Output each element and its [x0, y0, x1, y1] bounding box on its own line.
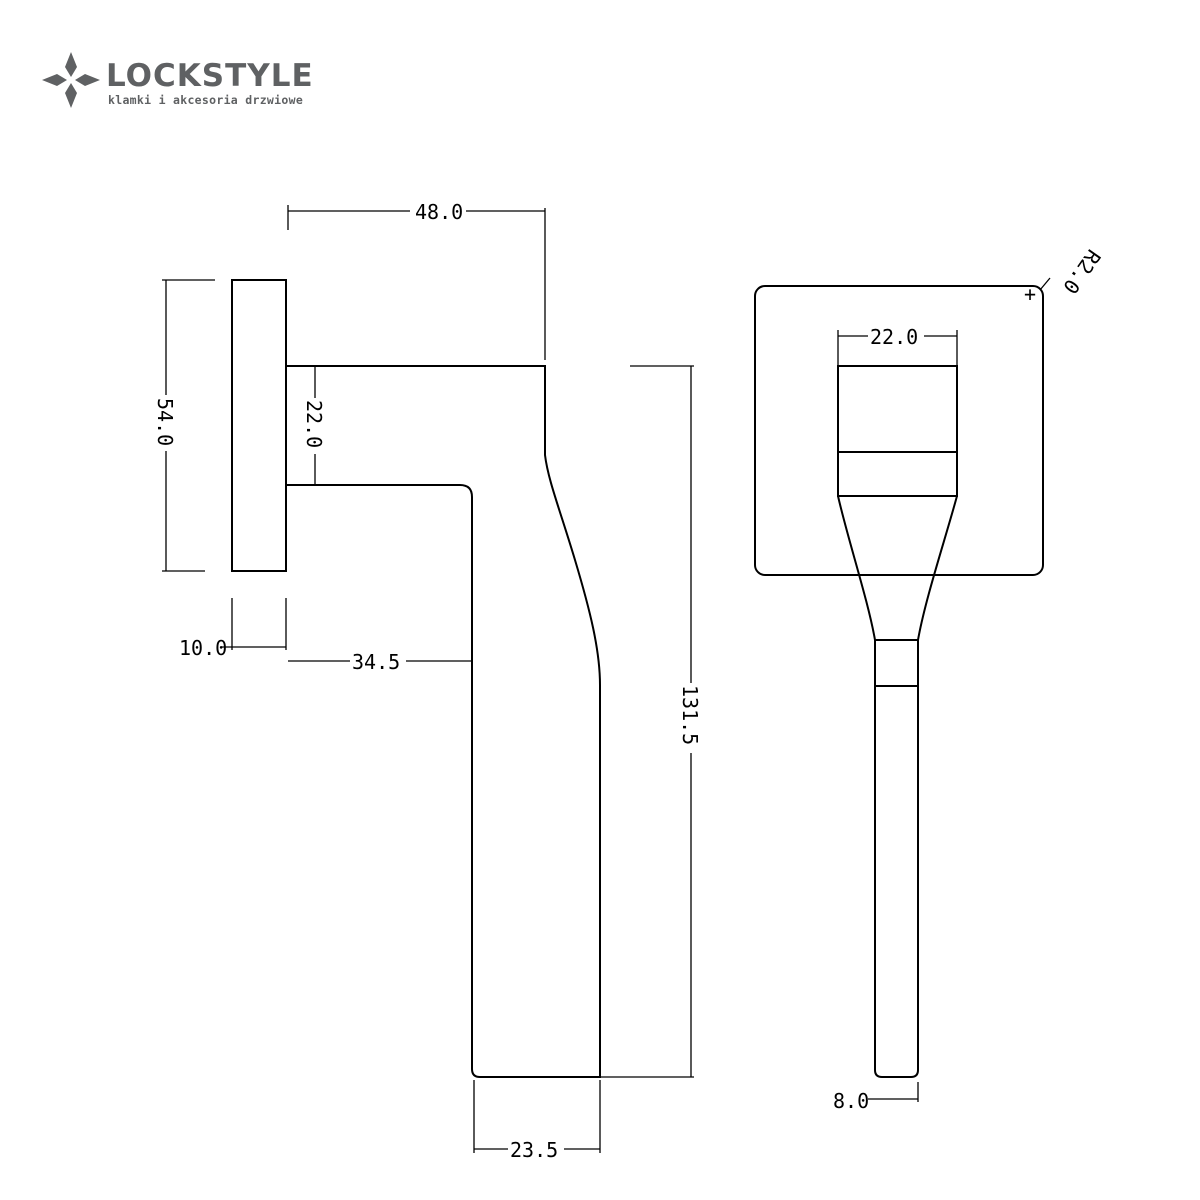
dim-label: 48.0	[415, 200, 463, 224]
dim-label: R2.0	[1058, 245, 1105, 298]
dim-radius: + R2.0	[1024, 245, 1106, 306]
dim-10: 10.0	[179, 598, 287, 660]
lever-outline	[286, 365, 601, 1078]
dim-8: 8.0	[833, 1082, 919, 1113]
dim-22-side: 22.0	[302, 366, 326, 485]
dim-label: 54.0	[153, 398, 177, 446]
dim-48: 48.0	[287, 200, 546, 360]
front-view	[754, 285, 1044, 1078]
dim-label: 34.5	[352, 650, 400, 674]
dim-label: 22.0	[302, 400, 326, 448]
lockstyle-logo: LOCKSTYLE klamki i akcesoria drzwiowe	[40, 50, 340, 110]
dim-22-front: 22.0	[837, 325, 958, 366]
dim-label: 23.5	[510, 1138, 558, 1162]
rose-plate-front	[754, 285, 1044, 576]
brand-tagline: klamki i akcesoria drzwiowe	[108, 93, 304, 107]
dim-label: 10.0	[179, 636, 227, 660]
side-view	[231, 279, 601, 1078]
dim-131-5: 131.5	[600, 365, 702, 1078]
lever-stem	[837, 495, 958, 1078]
dim-23-5: 23.5	[473, 1080, 601, 1162]
diamond-flower-icon	[42, 52, 100, 108]
lever-head	[837, 365, 958, 497]
dim-label: 131.5	[678, 685, 702, 745]
rose-plate	[231, 279, 287, 572]
dim-54: 54.0	[153, 279, 215, 572]
brand-name: LOCKSTYLE	[106, 58, 314, 94]
dim-label: 22.0	[870, 325, 918, 349]
dim-34-5: 34.5	[288, 650, 472, 674]
center-mark: +	[1024, 282, 1036, 306]
dim-label: 8.0	[833, 1089, 869, 1113]
